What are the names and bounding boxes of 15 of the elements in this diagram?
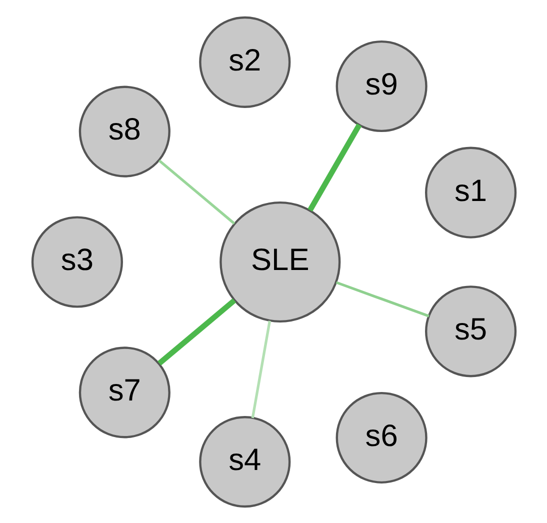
node-circle: s1: [424, 146, 516, 238]
connector: [158, 159, 235, 224]
node-circle: s9: [335, 40, 427, 132]
node-circle: s6: [335, 391, 427, 484]
node-circle: s5: [424, 285, 516, 377]
node-circle: s2: [198, 16, 290, 108]
node-circle: s4: [198, 416, 290, 508]
node-circle: s7: [78, 346, 170, 438]
node-circle: SLE: [219, 200, 340, 322]
node-circle: s3: [30, 216, 122, 308]
connector: [157, 298, 236, 365]
connector: [335, 280, 429, 317]
node-circle: s8: [78, 85, 170, 177]
connector: [307, 122, 362, 212]
connector: [250, 320, 271, 418]
